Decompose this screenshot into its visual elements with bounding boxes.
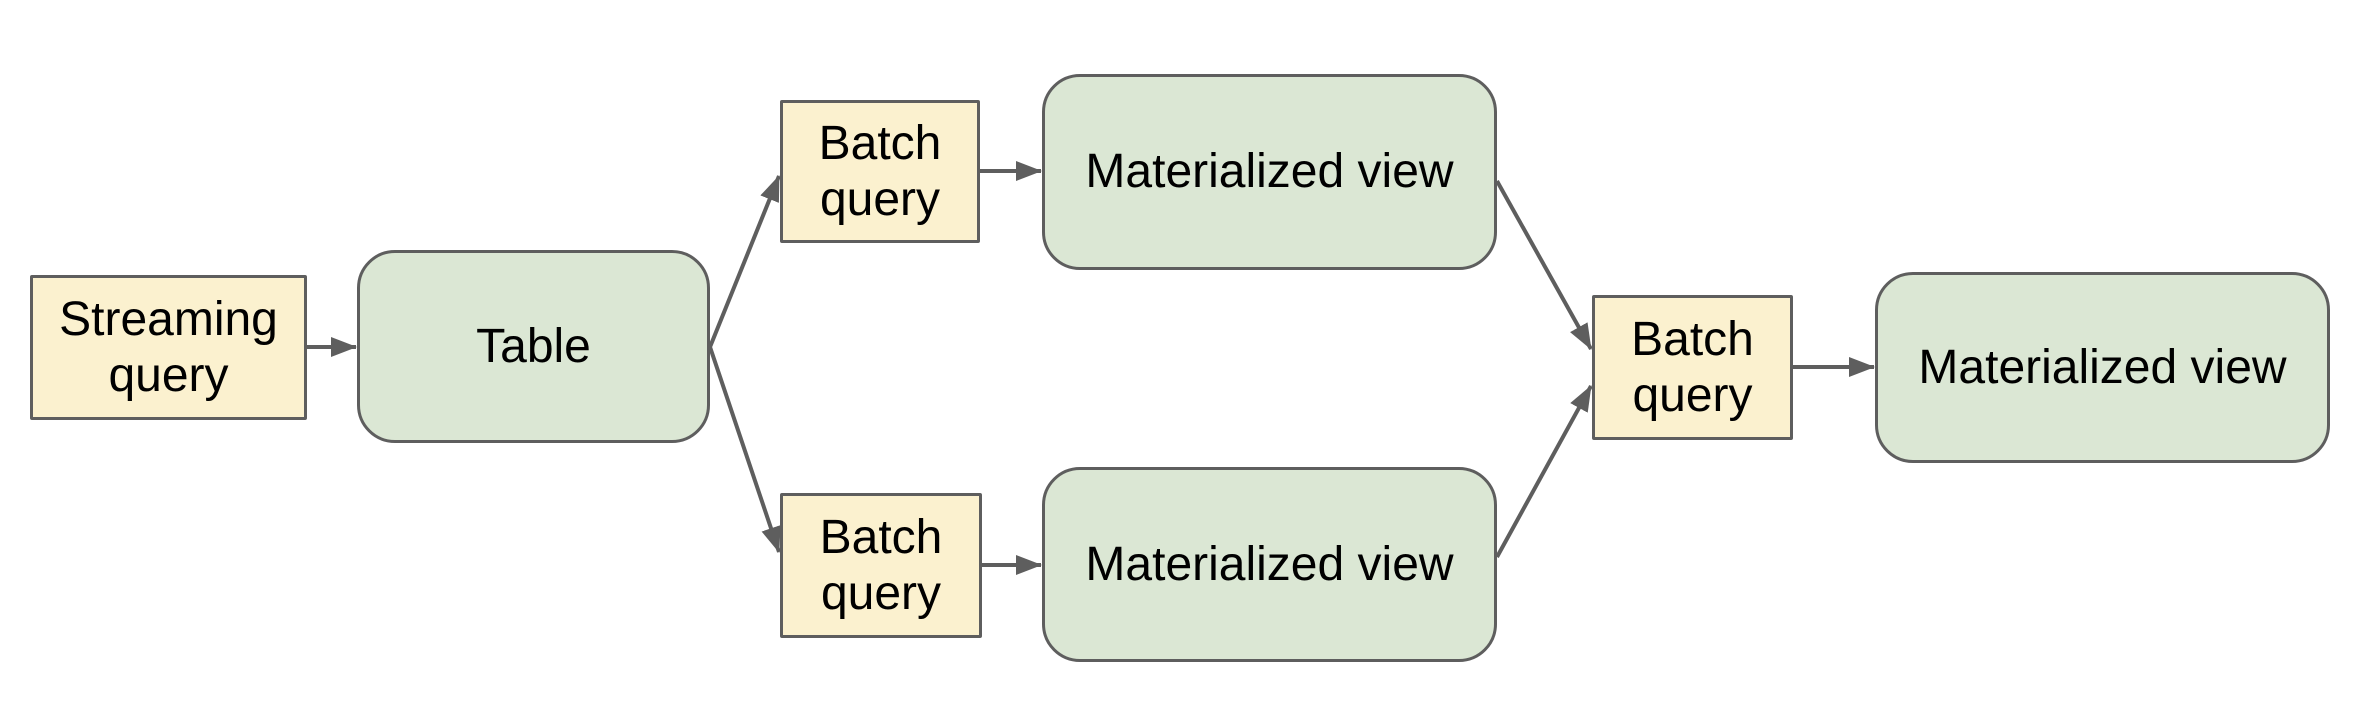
node-materialized-view-bottom-label: Materialized view [1085,537,1454,591]
edge-materialized-view-top-to-batch-query-right [1495,180,1593,350]
node-materialized-view-right: Materialized view [1875,272,2330,463]
node-streaming-query: Streaming query [30,275,307,420]
node-batch-query-right: Batch query [1592,295,1793,440]
node-batch-query-bottom: Batch query [780,493,982,638]
node-materialized-view-bottom: Materialized view [1042,467,1497,662]
node-batch-query-top-label: Batch query [818,117,942,226]
node-table-label: Table [476,319,591,373]
node-materialized-view-top: Materialized view [1042,74,1497,270]
node-streaming-query-label: Streaming query [59,293,278,402]
edge-table-to-batch-query-bottom [708,346,781,553]
node-table: Table [357,250,710,443]
edge-materialized-view-bottom-to-batch-query-right [1495,385,1593,558]
node-materialized-view-top-label: Materialized view [1085,145,1454,199]
node-batch-query-bottom-label: Batch query [819,511,943,620]
node-batch-query-top: Batch query [780,100,980,243]
edge-table-to-batch-query-top [708,175,781,348]
node-batch-query-right-label: Batch query [1631,313,1754,422]
node-materialized-view-right-label: Materialized view [1918,340,2287,394]
